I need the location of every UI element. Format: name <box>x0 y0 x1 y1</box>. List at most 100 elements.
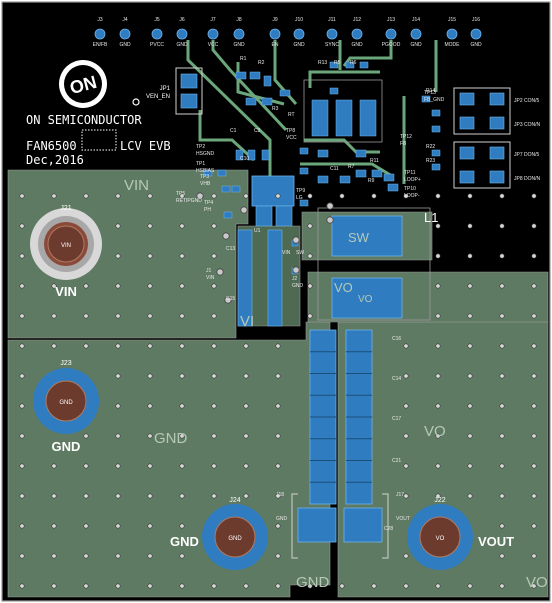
silk-label-42: VCC <box>286 135 297 141</box>
silk-label-34: HSBIAS <box>196 168 215 174</box>
silk-label-3: RT <box>288 112 295 118</box>
connector-net-j7: VCC <box>208 42 219 48</box>
inductor-label: L1 <box>424 210 438 225</box>
terminal-j24 <box>202 504 268 570</box>
connector-pin-j3 <box>94 28 106 40</box>
silk-label-30: LOOP- <box>404 193 420 199</box>
connector-ref-j13: J13 <box>387 17 395 23</box>
connector-pin-j11 <box>326 28 338 40</box>
connector-net-j6: GND <box>176 42 188 48</box>
silk-label-25: TP12 <box>400 134 412 140</box>
part-label: FAN6500 <box>26 139 77 153</box>
silk-label-27: TP11 <box>404 170 416 176</box>
silk-label-47: J2 <box>292 276 298 282</box>
silk-label-17: C13 <box>226 246 235 252</box>
connector-ref-j14: J14 <box>412 17 420 23</box>
vo-small-label: VO <box>334 280 353 295</box>
silk-label-10: C11 <box>330 166 339 172</box>
connector-pin-j16 <box>470 28 482 40</box>
connector-ref-j6: J6 <box>179 17 185 23</box>
silk-label-46: VIN <box>206 275 215 281</box>
j24-label: GND <box>170 534 199 549</box>
jumper-pin-b-jp7 <box>489 146 505 160</box>
silk-label-48: GND <box>292 283 304 289</box>
silk-label-50: SW <box>296 250 304 256</box>
silk-label-44: LG <box>296 195 303 201</box>
vin-pour-label: VIN <box>124 177 149 194</box>
silk-label-29: TP10 <box>404 186 416 192</box>
bracket-right <box>382 493 389 559</box>
connector-ref-j7: J7 <box>210 17 216 23</box>
connector-net-j10: GND <box>293 42 305 48</box>
silk-label-37: TP5 <box>176 191 185 197</box>
jp1-net: VEN_EN <box>146 94 170 100</box>
inductor-outline <box>317 207 431 321</box>
connector-pin-j6 <box>176 28 188 40</box>
silk-label-35: TP3 <box>200 174 209 180</box>
silk-label-45: J1 <box>206 268 212 274</box>
date-label: Dec,2016 <box>26 153 84 167</box>
connector-ref-j16: J16 <box>472 17 480 23</box>
connector-pin-j5 <box>151 28 163 40</box>
j23-label: GND <box>52 439 81 454</box>
terminal-j21 <box>30 208 102 280</box>
inductor-vo-label: VO <box>358 294 373 305</box>
top-connector-pins <box>94 28 482 40</box>
inductor-sw-pad <box>331 215 403 257</box>
connector-pin-j14 <box>410 28 422 40</box>
jp1-ref: JP1 <box>160 86 171 92</box>
connector-net-j14: GND <box>410 42 422 48</box>
connector-ref-j8: J8 <box>236 17 242 23</box>
jp1-pin-1 <box>180 73 198 89</box>
connector-pin-j13 <box>385 28 397 40</box>
connector-net-j15: MODE <box>445 42 461 48</box>
brand-label: ON SEMICONDUCTOR <box>26 113 142 127</box>
comp-network-outline <box>303 79 383 143</box>
on-semi-logo: ON <box>59 60 107 108</box>
connector-pin-j4 <box>119 28 131 40</box>
silk-label-43: TP9 <box>296 188 305 194</box>
silk-label-55: VOUT <box>396 516 410 522</box>
silk-label-16: R23 <box>426 158 435 164</box>
silk-label-40: PH <box>204 207 211 213</box>
silk-label-12: R11 <box>370 158 379 164</box>
silk-label-26: FB <box>400 141 407 147</box>
connector-ref-j11: J11 <box>328 17 336 23</box>
connector-net-j3: EN/FB <box>93 42 108 48</box>
j23-ref: J23 <box>60 360 71 367</box>
vo-output-pad <box>343 507 383 543</box>
output-capacitor-array <box>309 329 373 505</box>
j22-ref: J22 <box>434 497 445 504</box>
jumper-pin-a-jp7 <box>459 146 475 160</box>
inductor-sw-label: SW <box>348 230 370 245</box>
silk-label-1: R2 <box>258 60 265 66</box>
silk-label-56: C28 <box>384 526 393 532</box>
silk-label-20: C14 <box>392 376 401 382</box>
connector-ref-j4: J4 <box>122 17 128 23</box>
connector-pin-j10 <box>293 28 305 40</box>
jumper-pin-a-jp2 <box>459 92 475 106</box>
connector-net-j5: PVCC <box>150 42 164 48</box>
j21-ref: J21 <box>60 205 71 212</box>
connector-pin-j12 <box>351 28 363 40</box>
gnd-output-pad <box>297 507 337 543</box>
jumper-pin-b-jp2 <box>489 92 505 106</box>
connector-net-j8: GND <box>233 42 245 48</box>
terminal-j22 <box>407 504 473 570</box>
connector-ref-j5: J5 <box>154 17 160 23</box>
j21-label: VIN <box>55 284 77 299</box>
connector-ref-j15: J15 <box>448 17 456 23</box>
silk-label-15: R22 <box>426 144 435 150</box>
connector-ref-j3: J3 <box>97 17 103 23</box>
jumper-headers <box>453 87 511 189</box>
jumper-pin-a-jp8 <box>459 170 475 184</box>
top-connector-labels: J3EN/FBJ4GNDJ5PVCCJ6GNDJ7VCCJ8GNDJ9ENJ10… <box>93 17 482 48</box>
jumper-label-jp3: JP3 CON/N <box>514 122 541 128</box>
connector-net-j16: GND <box>470 42 482 48</box>
connector-pin-j9 <box>269 28 281 40</box>
silk-label-2: R3 <box>272 106 279 112</box>
jumper-label-jp7: JP7 DON/5 <box>514 152 540 158</box>
j22-pad-text: VO <box>436 536 445 542</box>
